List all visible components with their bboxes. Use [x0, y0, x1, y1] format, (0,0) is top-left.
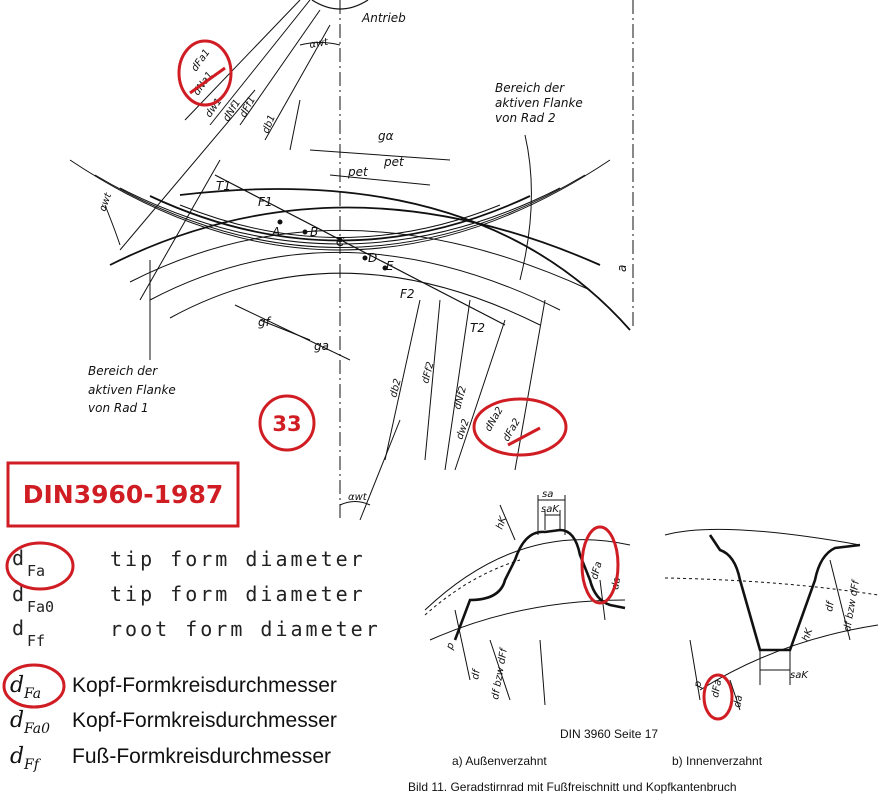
- point-f2: F2: [400, 287, 415, 301]
- label-p-fig-b: p: [692, 680, 705, 690]
- standard-badge: [6, 461, 240, 528]
- glossary-en-sym-3: d: [12, 616, 24, 640]
- point-a: A: [271, 225, 280, 239]
- label-sak-b: saK: [790, 670, 809, 681]
- standard-text: DIN3960-1987: [23, 480, 224, 509]
- active-flank-gear2-line1: Bereich der: [495, 81, 565, 95]
- glossary-de-sym-3: d: [10, 744, 24, 769]
- highlight-fig-a-dfa: [580, 525, 620, 605]
- label-alpha-wt-left: αwt: [97, 191, 114, 213]
- point-c: C: [336, 235, 345, 249]
- drive-label: Antrieb: [361, 11, 406, 25]
- glossary-english: d Fa tip form diameter d Fa0 tip form di…: [0, 535, 420, 655]
- highlight-fig-b-dfa: [702, 673, 734, 721]
- glossary-de-sub-1: Fa: [23, 686, 41, 702]
- label-center-distance: a: [615, 265, 629, 272]
- label-p-et: pet: [383, 155, 405, 169]
- figure11-subcaption-a: a) Außenverzahnt: [452, 754, 547, 768]
- active-flank-gear1-line1: Bereich der: [88, 364, 158, 378]
- glossary-de-text-3: Fuß-Formkreisdurchmesser: [72, 745, 331, 768]
- glossary-de-sym-1: d: [10, 673, 24, 698]
- active-flank-gear2-line2: aktiven Flanke: [495, 96, 583, 110]
- glossary-de-text-1: Kopf-Formkreisdurchmesser: [72, 674, 337, 697]
- figure11-caption: Bild 11. Geradstirnrad mit Fußfreischnit…: [408, 780, 737, 794]
- label-db1: db1: [261, 113, 278, 135]
- glossary-en-sub-2: Fa0: [27, 598, 54, 616]
- label-p-fig-a: p: [444, 641, 457, 652]
- active-flank-gear1-line2: aktiven Flanke: [88, 383, 176, 397]
- point-f1: F1: [258, 195, 273, 209]
- figure11-external-gear: [422, 470, 631, 710]
- glossary-de-sub-3: Ff: [23, 757, 42, 773]
- glossary-en-text-1: tip form diameter: [110, 547, 366, 571]
- label-dnf2: dNf2: [452, 385, 469, 411]
- figure11-internal-labels: df df bzw dFf hK saK p dFa da: [692, 578, 862, 708]
- label-hk-b: hK: [800, 626, 815, 643]
- point-b: B: [310, 225, 318, 239]
- label-dfbzw-fig-b: df bzw dFf: [842, 578, 862, 632]
- highlight-dfa2-strike: [507, 426, 541, 447]
- glossary-en-sub-1: Fa: [27, 562, 45, 580]
- label-dfa1: dFa1: [189, 47, 212, 73]
- highlight-dfa1: [177, 39, 233, 107]
- gear-mesh-diagram: [69, 0, 634, 521]
- active-flank-gear1-line3: von Rad 1: [88, 401, 149, 415]
- label-hk-a: hK: [494, 514, 509, 531]
- label-dfa-fig-b: dFa: [710, 679, 724, 699]
- highlight-glossary-en-dfa: [5, 541, 75, 591]
- label-sak: saK: [541, 504, 560, 515]
- label-alpha-wt-top: αwt: [309, 37, 330, 51]
- label-df-fig-a: df: [470, 667, 483, 680]
- point-e: E: [386, 259, 394, 273]
- glossary-german: d Fa Kopf-Formkreisdurchmesser d Fa0 Kop…: [10, 673, 337, 773]
- figure11-page-ref: DIN 3960 Seite 17: [560, 727, 658, 741]
- highlight-dfa1-strike: [189, 66, 226, 95]
- label-dfa-fig-a: dFa: [589, 560, 604, 580]
- label-sa: sa: [542, 489, 553, 500]
- point-d: D: [368, 251, 377, 265]
- page-number-text: 33: [272, 412, 301, 436]
- figure11-subcaption-b: b) Innenverzahnt: [672, 754, 763, 768]
- highlight-dfa2: [472, 397, 568, 457]
- glossary-en-sym-2: d: [12, 582, 24, 606]
- label-dff2: dFf2: [420, 361, 436, 385]
- label-g-a: ga: [314, 339, 329, 353]
- active-flank-gear2-line3: von Rad 2: [495, 111, 556, 125]
- page-number-badge: [258, 394, 316, 452]
- label-p-et-2: pet: [347, 165, 369, 179]
- label-df-fig-b: df: [824, 599, 837, 612]
- label-da-fig-b: da: [732, 694, 745, 708]
- label-db2: db2: [388, 378, 404, 399]
- figure11-internal-gear: [664, 528, 879, 711]
- glossary-de-text-2: Kopf-Formkreisdurchmesser: [72, 709, 337, 732]
- glossary-de-sym-2: d: [10, 708, 24, 733]
- glossary-de-sub-2: Fa0: [23, 721, 50, 737]
- gear-mesh-labels: Antrieb Bereich der aktiven Flanke von R…: [88, 11, 629, 503]
- label-g-f: gf: [258, 315, 272, 329]
- label-g-alpha: gα: [378, 129, 394, 143]
- label-dw2: dw2: [454, 418, 471, 441]
- point-t2: T2: [470, 321, 485, 335]
- label-dff1: dFf1: [238, 95, 258, 120]
- point-t1: T1: [216, 179, 231, 193]
- glossary-en-text-2: tip form diameter: [110, 582, 366, 606]
- label-alpha-wt-bottom: αwt: [348, 492, 368, 503]
- glossary-en-text-3: root form diameter: [110, 617, 381, 641]
- glossary-en-sub-3: Ff: [27, 632, 45, 650]
- highlight-glossary-de-dfa: [2, 663, 66, 709]
